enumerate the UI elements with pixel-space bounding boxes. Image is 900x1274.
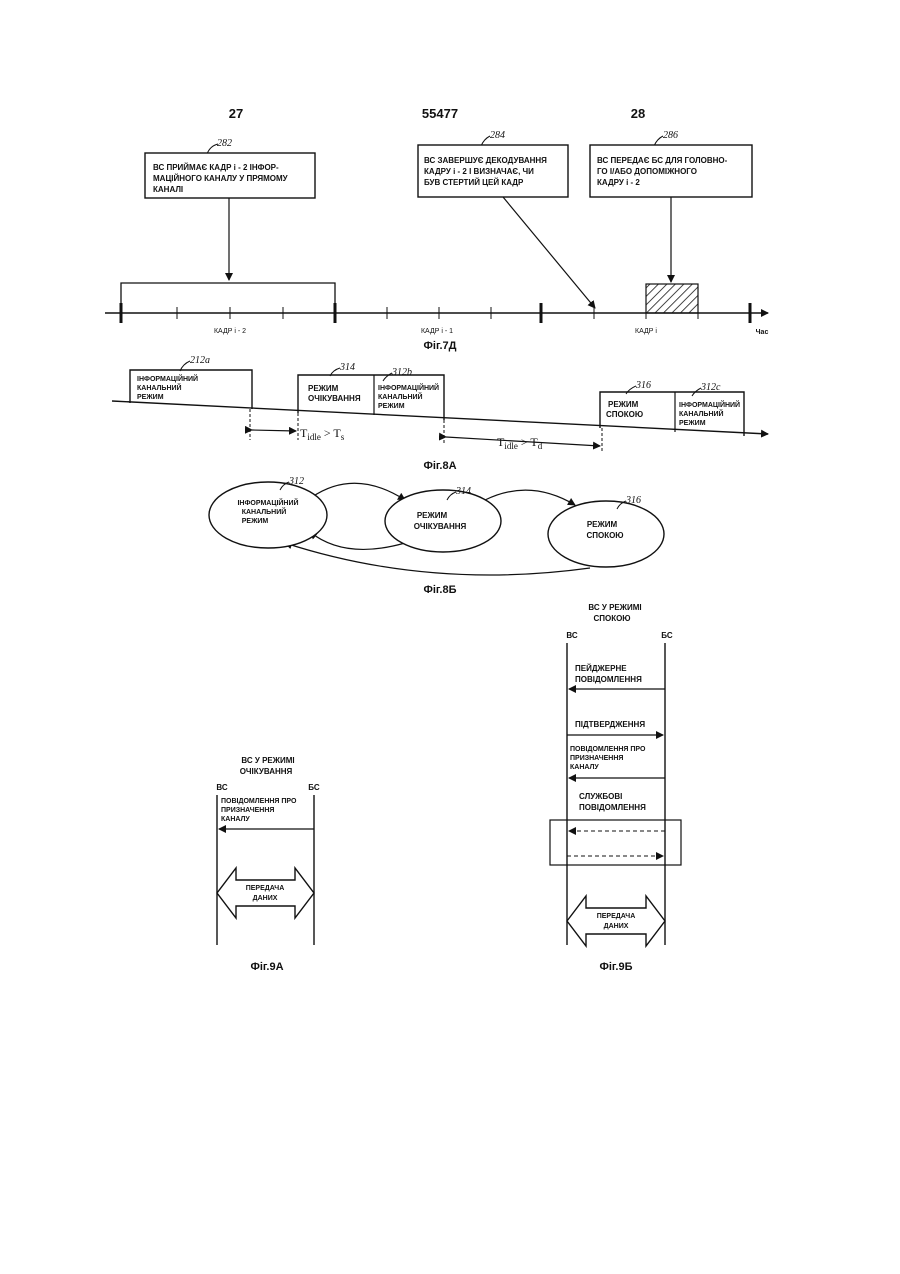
fig9b-diagram: ВС У РЕЖИМІ СПОКОЮ ВС БС ПЕЙДЖЕРНЕ ПОВІД… [550,603,681,973]
fig9b-data-transfer-arrow [567,896,665,946]
fig9a-data-line-1: ПЕРЕДАЧА [246,885,285,892]
block-312b-line-1: ІНФОРМАЦІЙНИЙ [378,383,439,392]
block-316-line-2: СПОКОЮ [606,410,643,419]
fig9b-caption: Фіг.9Б [599,961,632,973]
state-316-line-1: РЕЖИМ [587,520,618,529]
ref-312c: 312c [700,382,721,393]
ref-314: 314 [339,362,355,373]
block-314-line-1: РЕЖИМ [308,384,339,393]
fig9a-msg-line-3: КАНАЛУ [221,816,250,823]
fig9b-msg2-line-1: ПІДТВЕРДЖЕННЯ [575,720,645,729]
page-number-left: 27 [229,106,243,121]
fig9b-msg3-line-2: ПРИЗНАЧЕННЯ [570,755,623,762]
fig8a-time-axis [112,401,768,434]
fig9b-msg4-line-2: ПОВІДОМЛЕННЯ [579,803,646,812]
box-284-line-2: КАДРУ і - 2 І ВИЗНАЧАЄ, ЧИ [424,167,534,176]
fig9b-bs-label: БС [661,631,673,640]
frame-label-i-2: КАДР і - 2 [214,327,246,335]
fig8a-diagram: 212a ІНФОРМАЦІЙНИЙ КАНАЛЬНИЙ РЕЖИМ 314 Р… [112,355,768,472]
ref-312b: 312b [391,367,412,378]
fig9b-msg3-line-3: КАНАЛУ [570,764,599,771]
fig9a-ms-label: ВС [216,783,227,792]
fig9b-data-line-1: ПЕРЕДАЧА [597,913,636,920]
state-314-line-2: ОЧІКУВАННЯ [414,522,467,531]
ref-8b-316: 316 [625,495,641,506]
fig9b-ms-label: ВС [566,631,577,640]
box-286-line-2: ГО І/АБО ДОПОМІЖНОГО [597,167,697,176]
fig9a-diagram: ВС У РЕЖИМІ ОЧІКУВАННЯ ВС БС ПОВІДОМЛЕНН… [216,756,320,973]
interval-td-label: Tidle > Td [497,435,543,451]
state-314 [385,490,501,552]
block-212a-line-3: РЕЖИМ [137,394,164,401]
frame-label-i: КАДР і [635,327,657,335]
fig9b-title-line-1: ВС У РЕЖИМІ [588,603,641,612]
block-312b-line-3: РЕЖИМ [378,403,405,410]
fig9a-caption: Фіг.9А [250,961,283,973]
box-286-line-1: ВС ПЕРЕДАЄ БС ДЛЯ ГОЛОВНО- [597,156,728,165]
ref-212a: 212a [190,355,210,366]
state-314-line-1: РЕЖИМ [417,511,448,520]
ref-316: 316 [635,380,651,391]
box-282-line-2: МАЦІЙНОГО КАНАЛУ У ПРЯМОМУ [153,174,289,183]
fig9b-data-line-2: ДАНИХ [604,923,629,930]
time-axis-label: Час [756,329,769,336]
fig7d-diagram: 282 ВС ПРИЙМАЄ КАДР і - 2 ІНФОР- МАЦІЙНО… [105,130,768,352]
fig7d-caption: Фіг.7Д [424,340,457,352]
block-312c-line-2: КАНАЛЬНИЙ [679,409,724,418]
fig8b-caption: Фіг.8Б [423,584,456,596]
frame-label-i-1: КАДР і - 1 [421,327,453,335]
block-212a-line-2: КАНАЛЬНИЙ [137,383,182,392]
state-312-line-2: КАНАЛЬНИЙ [242,507,287,516]
ref-8b-314: 314 [455,486,471,497]
fig9b-title-line-2: СПОКОЮ [593,614,630,623]
fig9a-data-transfer-arrow [217,868,314,918]
fig9a-bs-label: БС [308,783,320,792]
block-312c-line-1: ІНФОРМАЦІЙНИЙ [679,400,740,409]
state-316-line-2: СПОКОЮ [586,531,623,540]
fig8b-diagram: 312 314 316 ІНФОРМАЦІЙНИЙ КАНАЛЬНИЙ РЕЖИ… [209,476,664,596]
fig9b-msg4-line-1: СЛУЖБОВІ [579,792,622,801]
ref-286: 286 [663,130,678,141]
box-286-line-3: КАДРУ і - 2 [597,178,640,187]
state-312-line-1: ІНФОРМАЦІЙНИЙ [237,498,298,507]
interval-ts-label: Tidle > Ts [300,426,345,442]
fig9a-msg-line-2: ПРИЗНАЧЕННЯ [221,807,274,814]
box-282-line-3: КАНАЛІ [153,185,183,194]
patent-number: 55477 [422,106,458,121]
fig9b-msg1-line-1: ПЕЙДЖЕРНЕ [575,664,627,673]
box-284-line-1: ВС ЗАВЕРШУЄ ДЕКОДУВАННЯ [424,156,547,165]
ref-282: 282 [217,138,232,149]
fig9b-msg3-line-1: ПОВІДОМЛЕННЯ ПРО [570,746,646,753]
box-282-line-1: ВС ПРИЙМАЄ КАДР і - 2 ІНФОР- [153,163,279,172]
block-314-line-2: ОЧІКУВАННЯ [308,394,361,403]
transmission-block [646,284,698,313]
block-212a-line-1: ІНФОРМАЦІЙНИЙ [137,374,198,383]
fig9a-title-line-2: ОЧІКУВАННЯ [240,767,293,776]
page-number-right: 28 [631,106,645,121]
ref-284: 284 [490,130,505,141]
block-312b-line-2: КАНАЛЬНИЙ [378,392,423,401]
fig9b-msg1-line-2: ПОВІДОМЛЕННЯ [575,675,642,684]
fig9a-data-line-2: ДАНИХ [253,895,278,902]
fig8a-caption: Фіг.8А [423,460,456,472]
box-284-line-3: БУВ СТЕРТИЙ ЦЕЙ КАДР [424,178,524,187]
fig9b-signaling-box [550,820,681,865]
state-312-line-3: РЕЖИМ [242,518,269,525]
block-312c-line-3: РЕЖИМ [679,420,706,427]
ref-8b-312: 312 [288,476,304,487]
fig9a-msg-line-1: ПОВІДОМЛЕННЯ ПРО [221,798,297,805]
block-316-line-1: РЕЖИМ [608,400,639,409]
fig9a-title-line-1: ВС У РЕЖИМІ [241,756,294,765]
